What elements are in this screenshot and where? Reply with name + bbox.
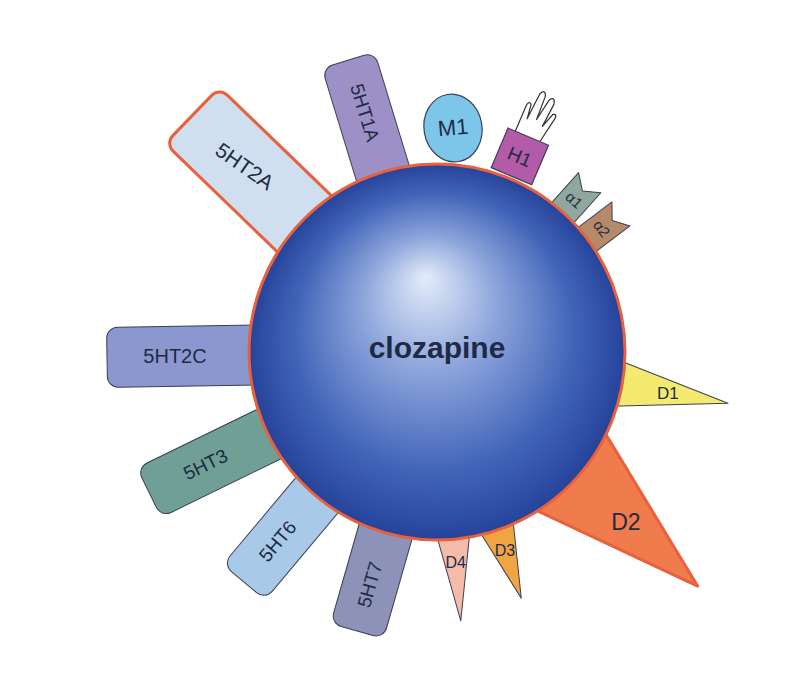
drug-sphere: clozapine [247, 162, 627, 542]
receptor-label: D1 [657, 384, 679, 401]
sphere-body [249, 164, 625, 540]
drug-name: clozapine [369, 333, 506, 363]
receptor-label: D4 [445, 556, 465, 572]
receptor-ellipse [418, 89, 487, 166]
receptor-shape: H1 [491, 81, 569, 186]
receptor-label: M1 [437, 115, 469, 140]
receptor-label: 5HT2C [143, 347, 206, 367]
receptor-label: D3 [495, 542, 515, 558]
receptor-shape: M1 [418, 89, 487, 166]
shape-outline [491, 81, 569, 186]
receptor-label: D2 [611, 510, 640, 533]
